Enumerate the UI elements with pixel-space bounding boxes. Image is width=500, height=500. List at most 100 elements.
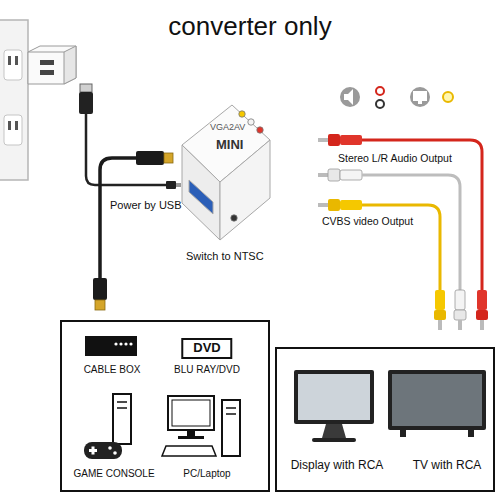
- wall-outlet: [0, 20, 28, 180]
- jack: [239, 111, 245, 117]
- display-icons-part: [468, 430, 474, 437]
- output-icons-part: [344, 89, 353, 105]
- usb-cable-part: [79, 92, 93, 114]
- source-icons-part: [129, 342, 132, 345]
- source-icons-part: [85, 336, 137, 356]
- callout-label: Stereo L/R Audio Output: [338, 152, 452, 164]
- output-icons-part: [443, 92, 453, 102]
- title: converter only: [0, 12, 500, 42]
- brand-text: MINI: [216, 138, 243, 153]
- rca-cables-part: [454, 310, 466, 320]
- display-panel: Display with RCA TV with RCA: [275, 347, 495, 492]
- hdmi-cable-part: [93, 278, 107, 300]
- dvd-logo: DVD: [181, 338, 232, 359]
- rca-cables-part: [328, 134, 340, 146]
- display-icons-part: [388, 370, 486, 430]
- vga-port: [189, 180, 213, 214]
- wall-outlet-part: [4, 115, 22, 145]
- callout-label: CVBS video Output: [322, 215, 413, 227]
- rca-cables-part: [318, 138, 328, 142]
- device-label: CABLE BOX: [84, 364, 141, 376]
- source-panel: DVD CABLE BOX BLU RAY/DVD GAME CONSOLE PC/La…: [60, 320, 270, 492]
- display-label: Display with RCA: [291, 459, 384, 473]
- display-icons-part: [312, 438, 356, 442]
- source-icons-part: [92, 447, 95, 455]
- power-adapter-part: [28, 46, 76, 84]
- device-label: BLU RAY/DVD: [174, 364, 240, 376]
- display-icons-part: [294, 370, 374, 424]
- wall-outlet-part: [8, 56, 11, 65]
- source-icons-part: [162, 446, 216, 456]
- rca-cables-part: [318, 173, 328, 177]
- wall-outlet-part: [4, 50, 22, 80]
- model-text: VGA2AV: [210, 122, 245, 132]
- hdmi-cable-part: [164, 153, 173, 163]
- source-icons-part: [172, 400, 210, 426]
- rca-cables-part: [458, 320, 462, 330]
- hdmi-cable: [93, 151, 173, 310]
- source-icons-part: [124, 342, 127, 345]
- source-icons-part: [113, 451, 117, 455]
- source-icons: [84, 336, 240, 459]
- source-icons-part: [113, 394, 131, 444]
- device-front: [182, 145, 220, 240]
- source-icons-part: [108, 446, 112, 450]
- output-icons: [340, 87, 453, 108]
- usb-cable-part: [176, 183, 181, 187]
- hdmi-cable-part: [95, 300, 105, 310]
- output-icons-part: [418, 101, 422, 104]
- device-side: [220, 140, 270, 240]
- converter-device: VGA2AV MINI: [172, 100, 272, 245]
- output-icons-part: [413, 91, 427, 101]
- rca-cables-part: [435, 290, 445, 310]
- usb-cable-part: [80, 84, 92, 92]
- source-icons-part: [119, 342, 122, 345]
- source-icons-part: [178, 436, 204, 439]
- power-adapter: [28, 46, 76, 84]
- callout-label: Switch to NTSC: [186, 250, 264, 263]
- output-icons-part: [410, 87, 430, 107]
- source-icons-part: [114, 342, 117, 345]
- source-icons-part: [226, 407, 236, 409]
- power-adapter-part: [40, 70, 54, 75]
- rca-cables-part: [438, 320, 442, 330]
- power-adapter-part: [40, 60, 54, 65]
- rca-cables-part: [328, 199, 340, 211]
- source-icons-part: [84, 442, 122, 459]
- rca-cables-part: [434, 310, 446, 320]
- rca-cables-part: [455, 290, 465, 310]
- rca-cables: [318, 134, 488, 330]
- device-label: GAME CONSOLE: [73, 468, 154, 480]
- rca-cables-part: [476, 310, 488, 320]
- source-icons-part: [117, 407, 127, 409]
- output-icons-part: [340, 87, 360, 107]
- rca-cables-part: [328, 169, 340, 181]
- source-icons-part: [226, 413, 236, 415]
- display-icons-part: [298, 374, 370, 420]
- display-icons: [294, 370, 486, 442]
- power-adapter-part: [28, 52, 64, 53]
- source-icons-part: [187, 430, 195, 436]
- display-icons-part: [400, 430, 406, 437]
- jack: [248, 119, 254, 125]
- power-adapter-part: [64, 46, 76, 84]
- callout-label: Power by USB: [110, 199, 182, 212]
- hdmi-cable-part: [136, 151, 164, 165]
- device-outline: [172, 100, 272, 245]
- rca-cables-part: [340, 135, 362, 145]
- display-label: TV with RCA: [413, 459, 482, 473]
- display-icons-part: [392, 374, 482, 426]
- device-label: PC/Laptop: [183, 468, 230, 480]
- wall-outlet-part: [15, 56, 18, 65]
- source-icons-part: [117, 401, 127, 403]
- rca-cables-part: [480, 320, 484, 330]
- rca-cables-part: [340, 170, 362, 180]
- jack: [231, 215, 237, 221]
- display-icons-part: [322, 424, 346, 438]
- source-icons-part: [168, 396, 214, 430]
- wall-outlet-part: [15, 121, 18, 130]
- usb-cable: [79, 84, 181, 189]
- wall-outlet-part: [8, 121, 11, 130]
- output-icons-part: [376, 100, 384, 108]
- wall-outlet-part: [0, 20, 28, 180]
